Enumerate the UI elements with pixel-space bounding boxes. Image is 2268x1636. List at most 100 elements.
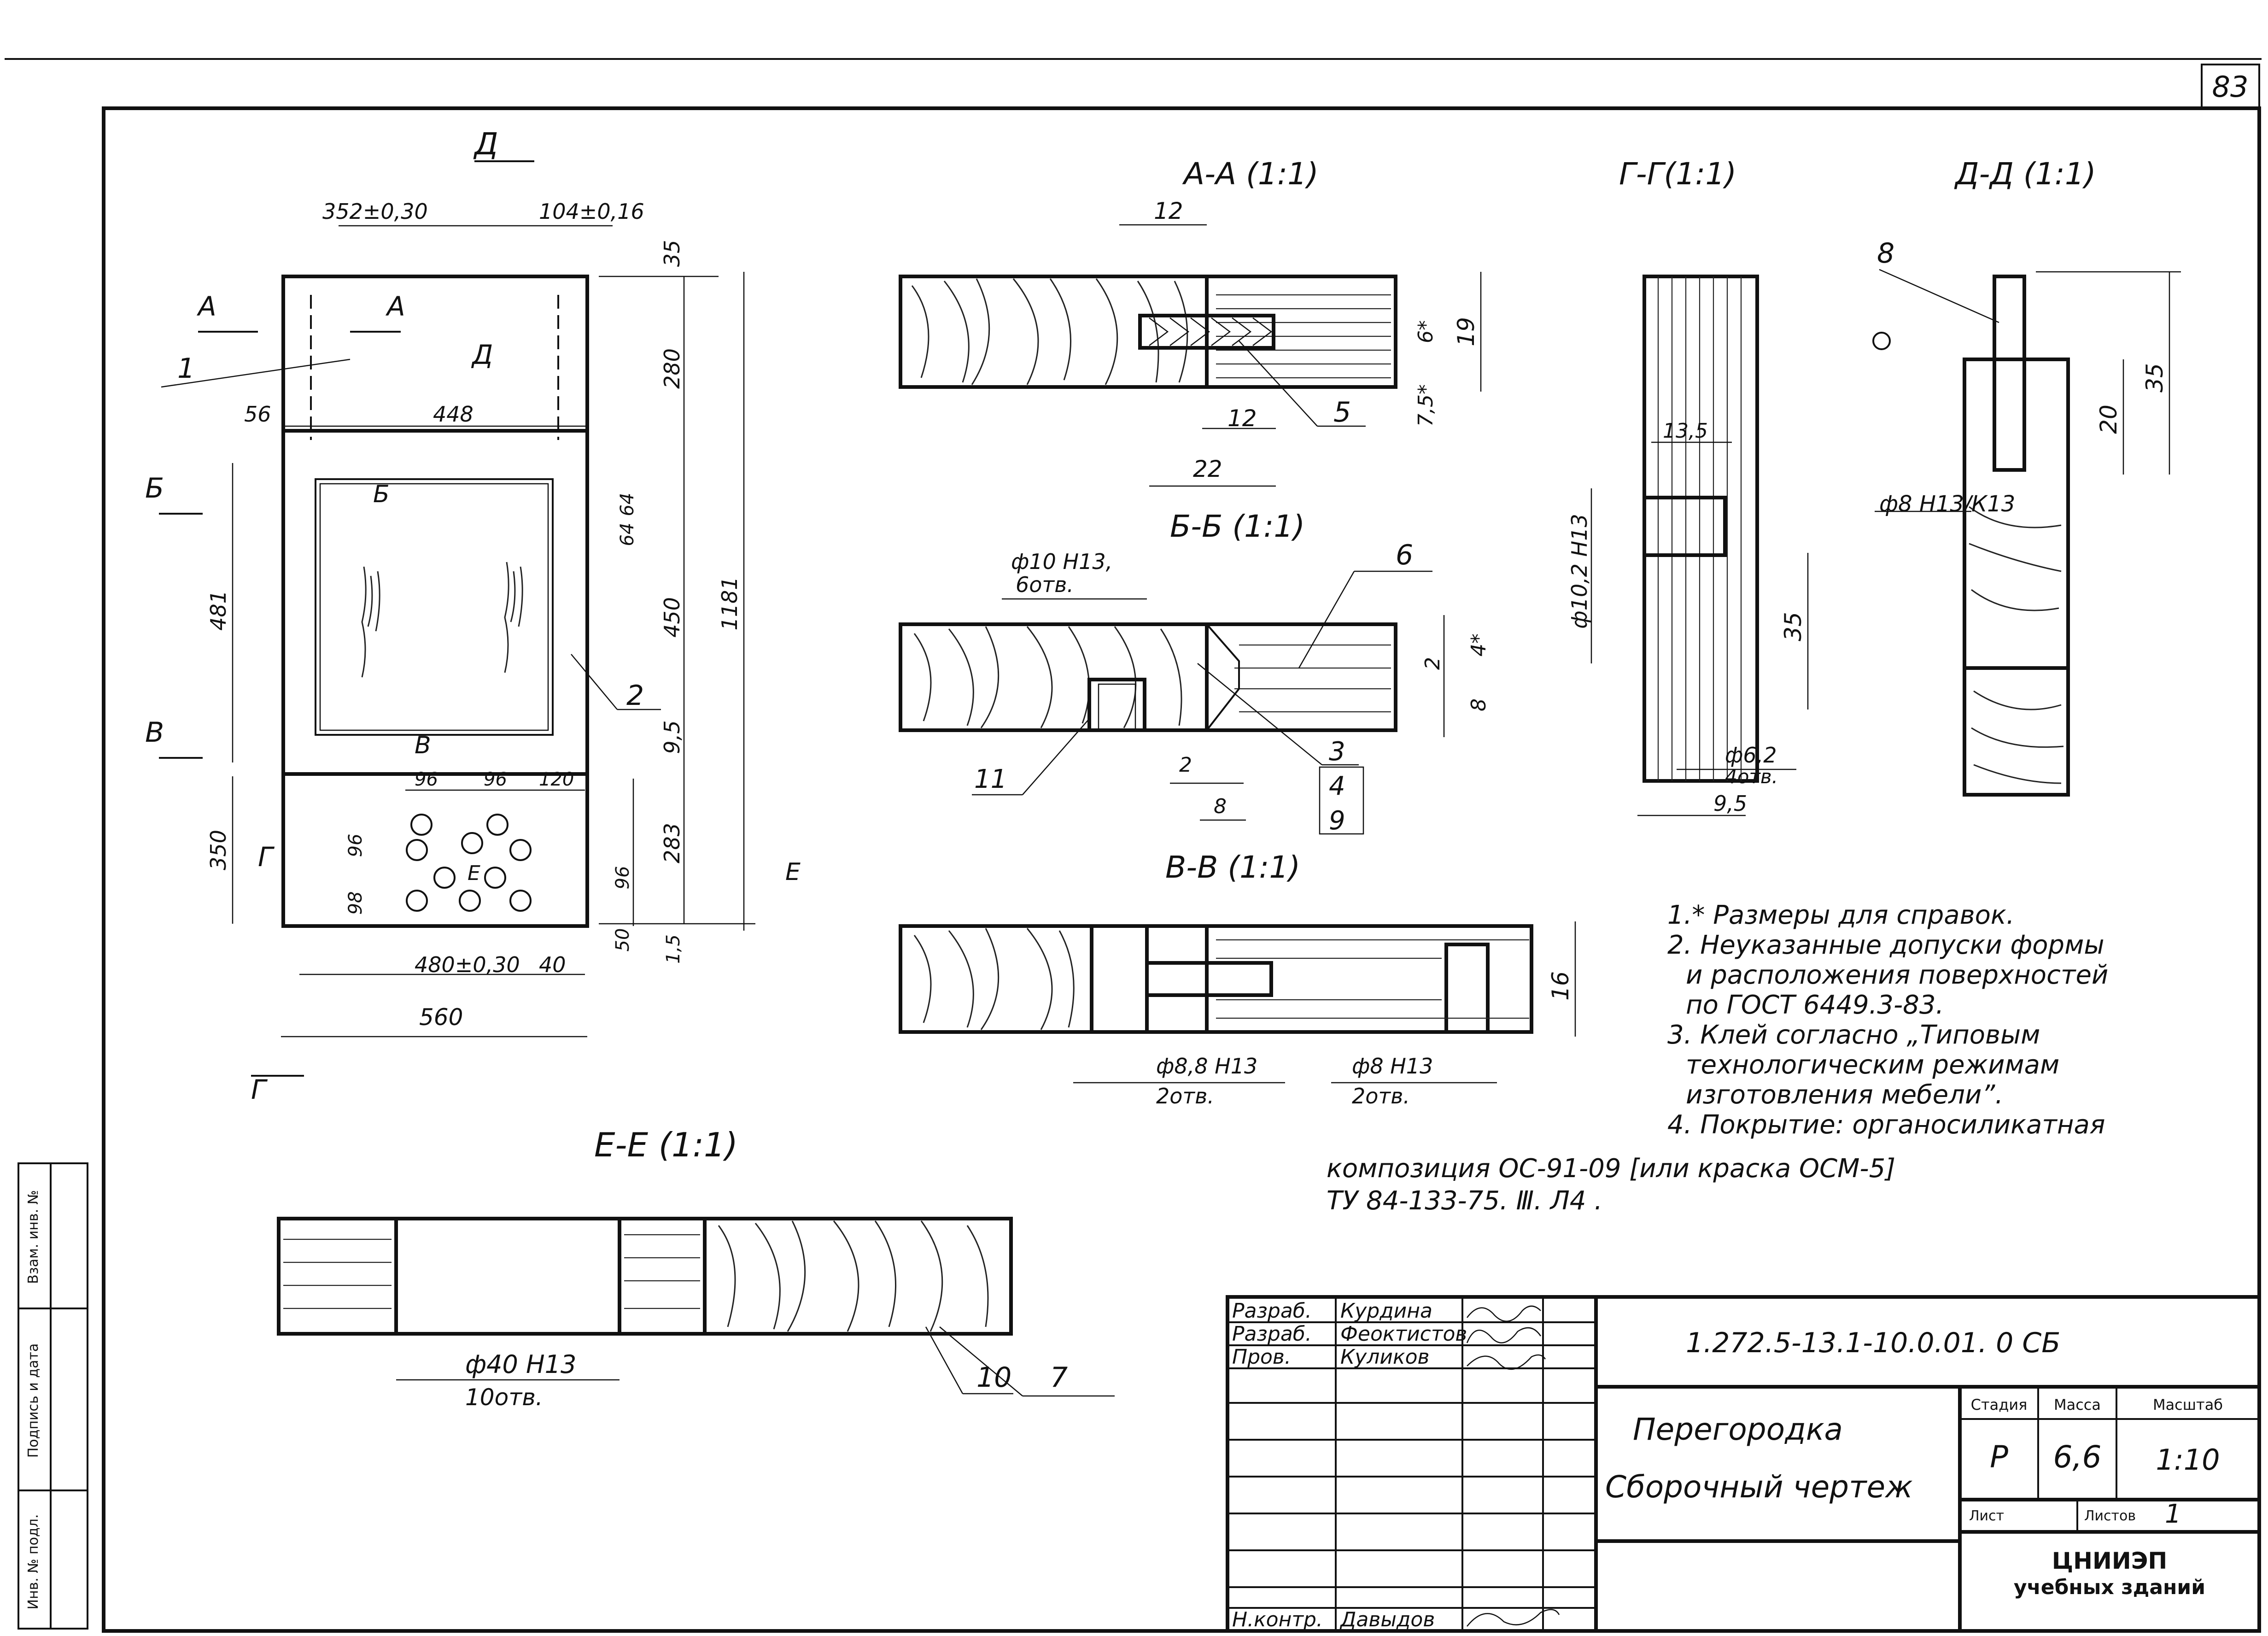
dim-1181: 1181 <box>717 576 742 630</box>
section-vv: В-В (1:1) ф8,8 Н13 2отв. ф8 Н13 2отв. 16 <box>899 850 1576 1108</box>
side-stamp-replace: Взам. инв. № <box>25 1190 41 1284</box>
callout-7: 7 <box>1050 1361 1068 1394</box>
tb-name-line-1: Перегородка <box>1633 1412 1843 1447</box>
section-bb: Б-Б (1:1) ф10 Н13, 6отв. 2 4* 8 2 8 6 3 … <box>899 509 1491 836</box>
note-line-6: технологическим режимам <box>1686 1050 2059 1080</box>
dim-448: 448 <box>433 402 473 427</box>
note-line-7: изготовления мебели”. <box>1686 1080 2003 1110</box>
callout-1: 1 <box>177 352 195 385</box>
side-stamp: Взам. инв. № Подпись и дата Инв. № подл. <box>18 1162 88 1630</box>
note-line-3: и расположения поверхностей <box>1686 960 2108 990</box>
note-line-5: 3. Клей согласно „Типовым <box>1667 1020 2040 1050</box>
title-ee: Е-Е (1:1) <box>594 1126 738 1164</box>
title-gg: Г-Г(1:1) <box>1619 156 1736 192</box>
bb-hole: ф10 Н13, <box>1011 549 1112 574</box>
sheet-number: 83 <box>2212 70 2249 104</box>
bb-hole-qty: 6отв. <box>1016 572 1074 597</box>
title-vv: В-В (1:1) <box>1165 850 1300 885</box>
dim-350: 350 <box>206 830 231 870</box>
mark-d-mid: Д <box>471 339 493 370</box>
vv-right-qty: 2отв. <box>1352 1084 1410 1108</box>
tb-org-line-1: ЦНИИЭП <box>2052 1548 2167 1574</box>
technical-notes: 1.* Размеры для справок. 2. Неуказанные … <box>1327 900 2108 1216</box>
dd-fit: ф8 Н13/К13 <box>1879 491 2015 517</box>
dim-481: 481 <box>206 590 231 631</box>
signature-1 <box>1467 1305 1541 1322</box>
bb-dim-2b: 2 <box>1179 753 1192 777</box>
signature-4 <box>1467 1609 1560 1627</box>
dim-120: 120 <box>539 769 574 790</box>
dim-64a: 64 <box>617 493 638 516</box>
gg-dim-9-5: 9,5 <box>1713 791 1747 816</box>
mark-a-right: А <box>385 291 405 322</box>
mark-g-bottom: Г <box>251 1074 268 1105</box>
dim-283: 283 <box>660 823 684 863</box>
note-line-9: композиция ОС-91-09 [или краска ОСМ-5] <box>1327 1154 1895 1184</box>
title-block: Разраб. Курдина Разраб. Феоктистов Пров.… <box>1226 1295 2261 1633</box>
dim-352: 352±0,30 <box>322 199 428 224</box>
mark-e-right: Е <box>785 858 801 886</box>
dim-96b: 96 <box>484 769 507 790</box>
dim-64b: 64 <box>617 523 638 546</box>
title-aa: А-А (1:1) <box>1182 156 1319 192</box>
callout-3: 3 <box>1329 737 1345 767</box>
bb-dim-8b: 8 <box>1214 795 1227 818</box>
tb-stage: Р <box>1990 1439 2008 1475</box>
tb-name-4: Давыдов <box>1339 1608 1435 1631</box>
dd-dim-20: 20 <box>2095 405 2122 434</box>
tb-name-2: Феоктистов <box>1340 1322 1467 1346</box>
note-line-2: 2. Неуказанные допуски формы <box>1667 930 2104 960</box>
aa-dim-12: 12 <box>1228 405 1257 432</box>
note-line-8: 4. Покрытие: органосиликатная <box>1667 1110 2105 1140</box>
dim-35: 35 <box>660 240 684 267</box>
tb-mass: 6,6 <box>2053 1439 2102 1475</box>
mark-d-top: Д <box>473 126 498 162</box>
tb-org-line-2: учебных зданий <box>2014 1576 2205 1599</box>
tb-name-3: Куликов <box>1340 1345 1429 1369</box>
side-stamp-signature: Подпись и дата <box>25 1343 41 1458</box>
callout-9: 9 <box>1329 806 1345 836</box>
aa-dim-12-top: 12 <box>1154 198 1183 224</box>
note-line-1: 1.* Размеры для справок. <box>1667 900 2015 930</box>
tb-name-1: Курдина <box>1340 1299 1432 1323</box>
drawing-frame <box>102 106 2261 1633</box>
mark-b-inner: Б <box>373 481 390 508</box>
bb-dim-8: 8 <box>1467 698 1491 711</box>
tb-mass-header: Масса <box>2054 1396 2101 1413</box>
aa-dim-6: 6* <box>1414 320 1438 343</box>
callout-11: 11 <box>974 764 1007 794</box>
tb-sheets-label: Листов <box>2084 1508 2136 1524</box>
note-line-4: по ГОСТ 6449.3-83. <box>1686 990 1944 1020</box>
tb-role-4: Н.контр. <box>1232 1608 1323 1631</box>
dim-50: 50 <box>612 928 633 952</box>
dim-104: 104±0,16 <box>539 199 644 224</box>
mark-b-left: Б <box>145 472 164 504</box>
ee-hole: ф40 Н13 <box>465 1350 576 1379</box>
aa-dim-19: 19 <box>1453 317 1479 346</box>
dim-9-5: 9,5 <box>660 720 684 754</box>
mark-e-inner: Е <box>468 862 480 885</box>
tb-scale-header: Масштаб <box>2153 1396 2223 1413</box>
gg-dim-35: 35 <box>1780 612 1806 641</box>
section-gg: Г-Г(1:1) 13,5 ф10,2 Н13 35 ф6,2 4отв. 9,… <box>1567 156 1809 816</box>
callout-10: 10 <box>976 1361 1011 1394</box>
tb-name-line-2: Сборочный чертеж <box>1605 1469 1913 1505</box>
title-dd: Д-Д (1:1) <box>1954 156 2096 192</box>
vv-dim-16: 16 <box>1547 971 1574 1001</box>
dim-1-5: 1,5 <box>663 934 684 964</box>
gg-hole: ф10,2 Н13 <box>1567 514 1592 629</box>
bb-dim-2: 2 <box>1421 657 1444 670</box>
dim-480: 480±0,30 <box>415 952 520 977</box>
callout-6: 6 <box>1396 539 1413 571</box>
mark-v-left: В <box>145 716 164 749</box>
vv-left-hole: ф8,8 Н13 <box>1156 1054 1257 1079</box>
callout-4: 4 <box>1329 771 1345 801</box>
section-ee: Е-Е (1:1) ф40 Н13 10отв. 10 7 <box>277 1126 1115 1411</box>
tb-sheet-label: Лист <box>1969 1508 2004 1524</box>
gg-dim-13-5: 13,5 <box>1663 419 1708 443</box>
tb-stage-header: Стадия <box>1971 1396 2028 1413</box>
mark-g-mid: Г <box>258 841 275 873</box>
callout-2: 2 <box>626 680 644 712</box>
tb-sheets-value: 1 <box>2165 1499 2181 1529</box>
